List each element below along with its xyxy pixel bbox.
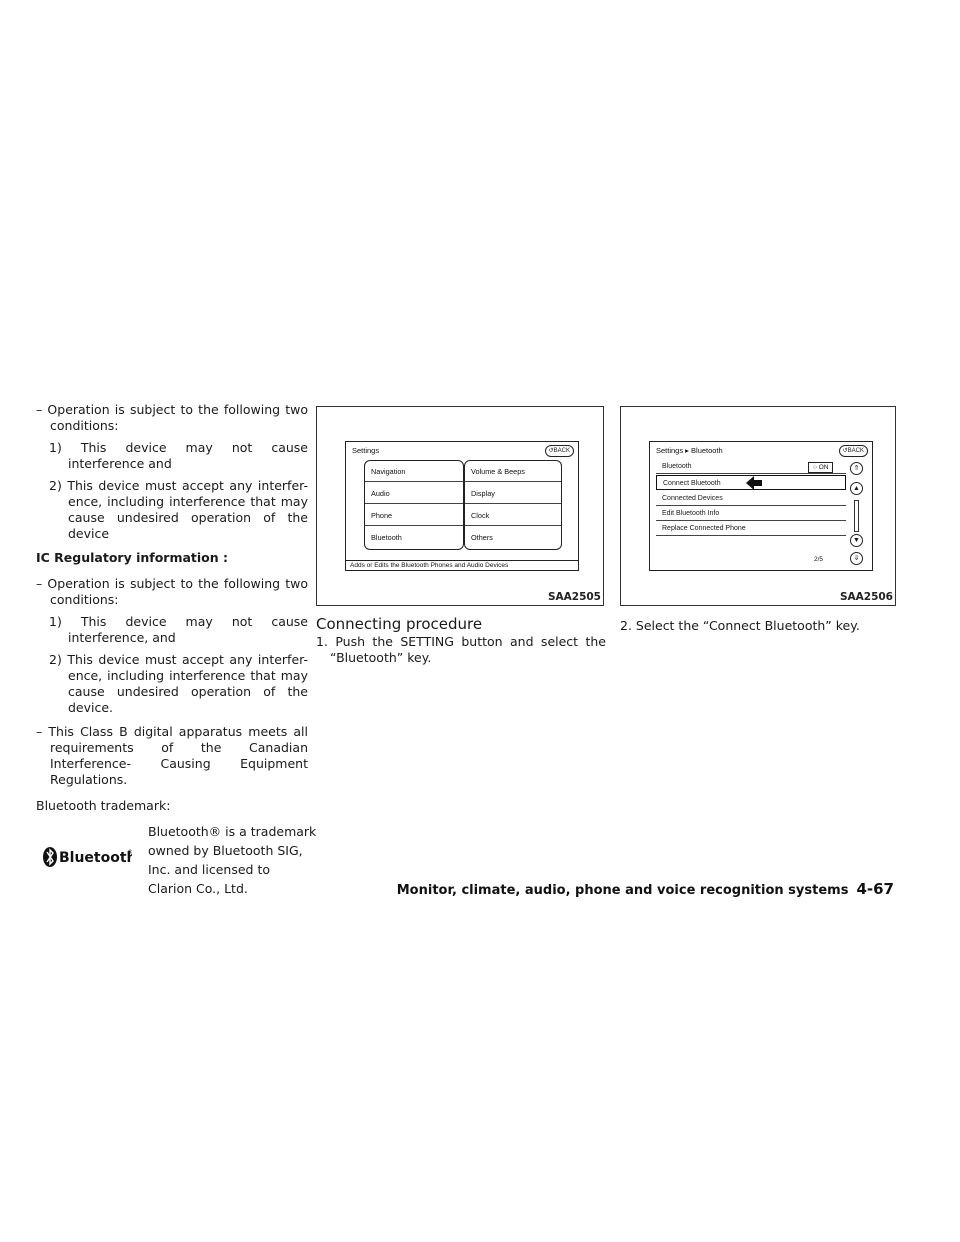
- trademark-text: Bluetooth® is a trademark owned by Bluet…: [148, 824, 317, 896]
- figure-label: SAA2506: [839, 591, 893, 603]
- menu-phone[interactable]: Phone: [365, 505, 463, 526]
- back-arrow-icon: ↺: [548, 448, 554, 454]
- on-label: ON: [818, 464, 829, 471]
- list-connect-bluetooth-label: Connect Bluetooth: [663, 480, 721, 487]
- condition-1b: 2) This device must accept any interfer-…: [49, 478, 308, 541]
- right-menu-panel: Volume & Beeps Display Clock Others: [464, 460, 562, 550]
- menu-volume-beeps[interactable]: Volume & Beeps: [465, 461, 561, 482]
- bluetooth-screen: Settings ▸ Bluetooth ↺BACK Bluetooth ○ O…: [649, 441, 873, 571]
- condition-list-1: – Operation is subject to the following …: [36, 402, 308, 433]
- menu-audio[interactable]: Audio: [365, 483, 463, 504]
- list-connect-bluetooth[interactable]: Connect Bluetooth: [656, 475, 846, 490]
- status-bar: Adds or Edits the Bluetooth Phones and A…: [346, 560, 578, 570]
- scrollbar[interactable]: [854, 500, 859, 532]
- back-button[interactable]: ↺BACK: [838, 445, 868, 457]
- left-column: – Operation is subject to the following …: [36, 402, 316, 900]
- condition-2a: 1) This device may not cause interferenc…: [49, 614, 308, 645]
- list-bluetooth[interactable]: Bluetooth: [656, 459, 846, 474]
- condition-2b: 2) This device must accept any interfer-…: [49, 652, 308, 715]
- footer-text: Monitor, climate, audio, phone and voice…: [396, 883, 849, 898]
- list-bluetooth-label: Bluetooth: [662, 463, 692, 470]
- radio-icon: ○: [813, 464, 819, 471]
- list-connected-devices[interactable]: Connected Devices: [656, 491, 846, 506]
- settings-screen-figure: Settings ↺BACK Navigation Audio Phone Bl…: [316, 406, 604, 606]
- page-footer: Monitor, climate, audio, phone and voice…: [397, 880, 894, 898]
- figure-label: SAA2505: [547, 591, 601, 603]
- bluetooth-logo: Bluetooth ®: [42, 846, 137, 872]
- back-button[interactable]: ↺BACK: [544, 445, 574, 457]
- condition-list-2: – Operation is subject to the following …: [36, 576, 308, 607]
- procedure-block: Connecting procedure 1. Push the SETTING…: [316, 616, 606, 672]
- back-label: BACK: [553, 448, 570, 454]
- page-indicator: 2/5: [814, 556, 824, 563]
- bluetooth-settings-figure: Settings ▸ Bluetooth ↺BACK Bluetooth ○ O…: [620, 406, 896, 606]
- section-heading: Connecting procedure: [316, 615, 483, 633]
- menu-navigation[interactable]: Navigation: [365, 461, 463, 482]
- condition-1a: 1) This device may not cause interferenc…: [49, 440, 308, 471]
- pointer-arrow-icon: [746, 476, 762, 495]
- menu-bluetooth[interactable]: Bluetooth: [371, 533, 402, 542]
- class-b-note: – This Class B digital apparatus meets a…: [36, 724, 308, 787]
- list-edit-bluetooth-info[interactable]: Edit Bluetooth Info: [656, 506, 846, 521]
- step-1: 1. Push the SETTING button and select th…: [316, 634, 606, 665]
- step-2: 2. Select the “Connect Bluetooth” key.: [620, 618, 860, 633]
- bluetooth-logo-text: Bluetooth: [59, 850, 132, 866]
- menu-clock[interactable]: Clock: [465, 505, 561, 526]
- screen-title: Settings: [352, 446, 380, 455]
- scroll-up-icon[interactable]: ▲: [850, 482, 863, 495]
- list-replace-connected-phone[interactable]: Replace Connected Phone: [656, 521, 846, 536]
- trademark-label: Bluetooth trademark:: [36, 798, 171, 813]
- left-menu-panel: Navigation Audio Phone Bluetooth: [364, 460, 464, 550]
- ic-heading: IC Regulatory information :: [36, 550, 229, 565]
- menu-others[interactable]: Others: [471, 533, 493, 542]
- back-arrow-icon: ↺: [842, 448, 848, 454]
- trademark-block: Bluetooth ® Bluetooth® is a trademark ow…: [36, 820, 316, 900]
- scroll-bottom-icon[interactable]: ⇓: [850, 552, 863, 565]
- settings-screen: Settings ↺BACK Navigation Audio Phone Bl…: [345, 441, 579, 571]
- scroll-down-icon[interactable]: ▼: [850, 534, 863, 547]
- bluetooth-on-toggle[interactable]: ○ ON: [808, 462, 834, 473]
- page-number: 4-67: [856, 880, 894, 898]
- back-label: BACK: [847, 448, 864, 454]
- screen-title: Settings ▸ Bluetooth: [656, 446, 723, 455]
- menu-display[interactable]: Display: [465, 483, 561, 504]
- scroll-top-icon[interactable]: ⇑: [850, 462, 863, 475]
- svg-text:®: ®: [127, 849, 132, 856]
